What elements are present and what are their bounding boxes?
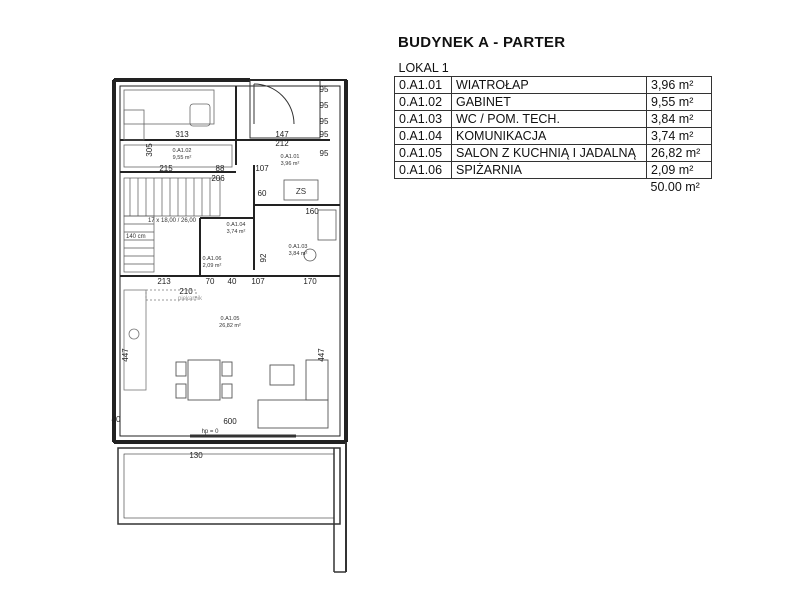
dimension-label: 107 <box>251 277 265 286</box>
dimension-label: 170 <box>303 277 317 286</box>
room-label-area: 9,55 m² <box>173 155 192 161</box>
total-row: 50.00 m² <box>395 179 712 196</box>
wc-fixtures <box>283 179 337 262</box>
room-label-area: 2,09 m² <box>203 263 222 269</box>
table-header-row: LOKAL 1 <box>394 60 712 77</box>
table-row: 0.A1.02 GABINET 9,55 m² <box>394 93 712 111</box>
table-row: 0.A1.03 WC / POM. TECH. 3,84 m² <box>394 110 712 128</box>
page-title: BUDYNEK A - PARTER <box>398 34 566 51</box>
room-area: 3,96 m² <box>646 76 712 94</box>
total-spacer <box>452 179 647 196</box>
room-schedule-table: LOKAL 1 0.A1.01 WIATROŁAP 3,96 m² 0.A1.0… <box>394 60 712 195</box>
room-code: 0.A1.05 <box>394 144 452 162</box>
outer-walls <box>112 78 348 444</box>
room-area: 3,84 m² <box>646 110 712 128</box>
dimension-label: 95 <box>320 101 329 110</box>
stair-note: 17 x 18,00 / 26,00 <box>148 218 197 224</box>
terrace <box>117 434 347 573</box>
room-label-code: 0.A1.04 <box>227 222 246 228</box>
dimension-label: 88 <box>216 164 225 173</box>
table-row: 0.A1.05 SALON Z KUCHNIĄ I JADALNĄ 26,82 … <box>394 144 712 162</box>
total-area: 50.00 m² <box>650 180 700 194</box>
dimension-label: 160 <box>305 207 319 216</box>
staircase <box>123 177 221 273</box>
dimension-label: 215 <box>159 164 173 173</box>
room-code: 0.A1.01 <box>394 76 452 94</box>
room-area: 9,55 m² <box>646 93 712 111</box>
dimension-label: 147 <box>275 130 289 139</box>
dimension-label: 40 <box>112 415 121 424</box>
dimension-label: 212 <box>275 139 289 148</box>
room-label-code: 0.A1.03 <box>289 244 308 250</box>
stair-width: 140 cm <box>126 234 146 240</box>
dimension-label: 313 <box>175 130 189 139</box>
level-mark: hp = 0 <box>202 429 220 435</box>
dimension-label: 447 <box>121 348 130 362</box>
room-area: 2,09 m² <box>646 161 712 179</box>
dimension-label: 305 <box>145 143 154 157</box>
room-label-code: 0.A1.06 <box>203 256 222 262</box>
dimension-label: 107 <box>255 164 269 173</box>
room-area: 3,74 m² <box>646 127 712 145</box>
room-label-area: 3,84 m² <box>289 251 308 257</box>
room-name: SALON Z KUCHNIĄ I JADALNĄ <box>451 144 647 162</box>
room-label-code: 0.A1.05 <box>221 316 240 322</box>
dimension-label: 447 <box>317 348 326 362</box>
room-name: WC / POM. TECH. <box>451 110 647 128</box>
entrance-porch <box>249 79 321 139</box>
room-name: GABINET <box>451 93 647 111</box>
plan-annotations: 17 x 18,00 / 26,00 140 cm piekarnik hp =… <box>126 187 306 435</box>
dimension-label: 60 <box>258 189 267 198</box>
table-row: 0.A1.06 SPIŻARNIA 2,09 m² <box>394 161 712 179</box>
dimension-label: 130 <box>189 451 203 460</box>
room-code: 0.A1.04 <box>394 127 452 145</box>
kitchen-counter <box>123 289 197 391</box>
table-row: 0.A1.01 WIATROŁAP 3,96 m² <box>394 76 712 94</box>
room-label-area: 26,82 m² <box>219 323 241 329</box>
dimension-label: 70 <box>206 277 215 286</box>
room-labels: 0.A1.02 9,55 m² 0.A1.01 3,96 m² 0.A1.04 … <box>173 148 308 329</box>
room-label-area: 3,96 m² <box>281 161 300 167</box>
room-code: 0.A1.03 <box>394 110 452 128</box>
room-name: WIATROŁAP <box>451 76 647 94</box>
room-label-code: 0.A1.01 <box>281 154 300 160</box>
unit-label: LOKAL 1 <box>394 60 712 77</box>
dimension-label: 210 <box>179 287 193 296</box>
dimension-label: 95 <box>320 85 329 94</box>
dimension-label: 95 <box>320 130 329 139</box>
room-label-area: 3,74 m² <box>227 229 246 235</box>
dimension-label: 213 <box>157 277 171 286</box>
dimension-label: 206 <box>211 174 225 183</box>
room-code: 0.A1.06 <box>394 161 452 179</box>
room-name: SPIŻARNIA <box>451 161 647 179</box>
total-spacer <box>395 179 452 196</box>
office-furniture <box>123 89 233 168</box>
dimension-label: 600 <box>223 417 237 426</box>
dimension-label: 40 <box>228 277 237 286</box>
table-row: 0.A1.04 KOMUNIKACJA 3,74 m² <box>394 127 712 145</box>
sofa <box>257 359 329 429</box>
dining-table <box>175 359 233 401</box>
room-name: KOMUNIKACJA <box>451 127 647 145</box>
wc-tag: ZS <box>296 187 306 196</box>
room-label-code: 0.A1.02 <box>173 148 192 154</box>
dimension-label: 92 <box>259 253 268 262</box>
dimension-label: 95 <box>320 149 329 158</box>
room-area: 26,82 m² <box>646 144 712 162</box>
room-code: 0.A1.02 <box>394 93 452 111</box>
dimension-label: 95 <box>320 117 329 126</box>
room-tag: piekarnik <box>178 296 203 302</box>
dimension-labels: 313 147 212 95 305 215 88 206 107 60 160… <box>112 85 329 460</box>
